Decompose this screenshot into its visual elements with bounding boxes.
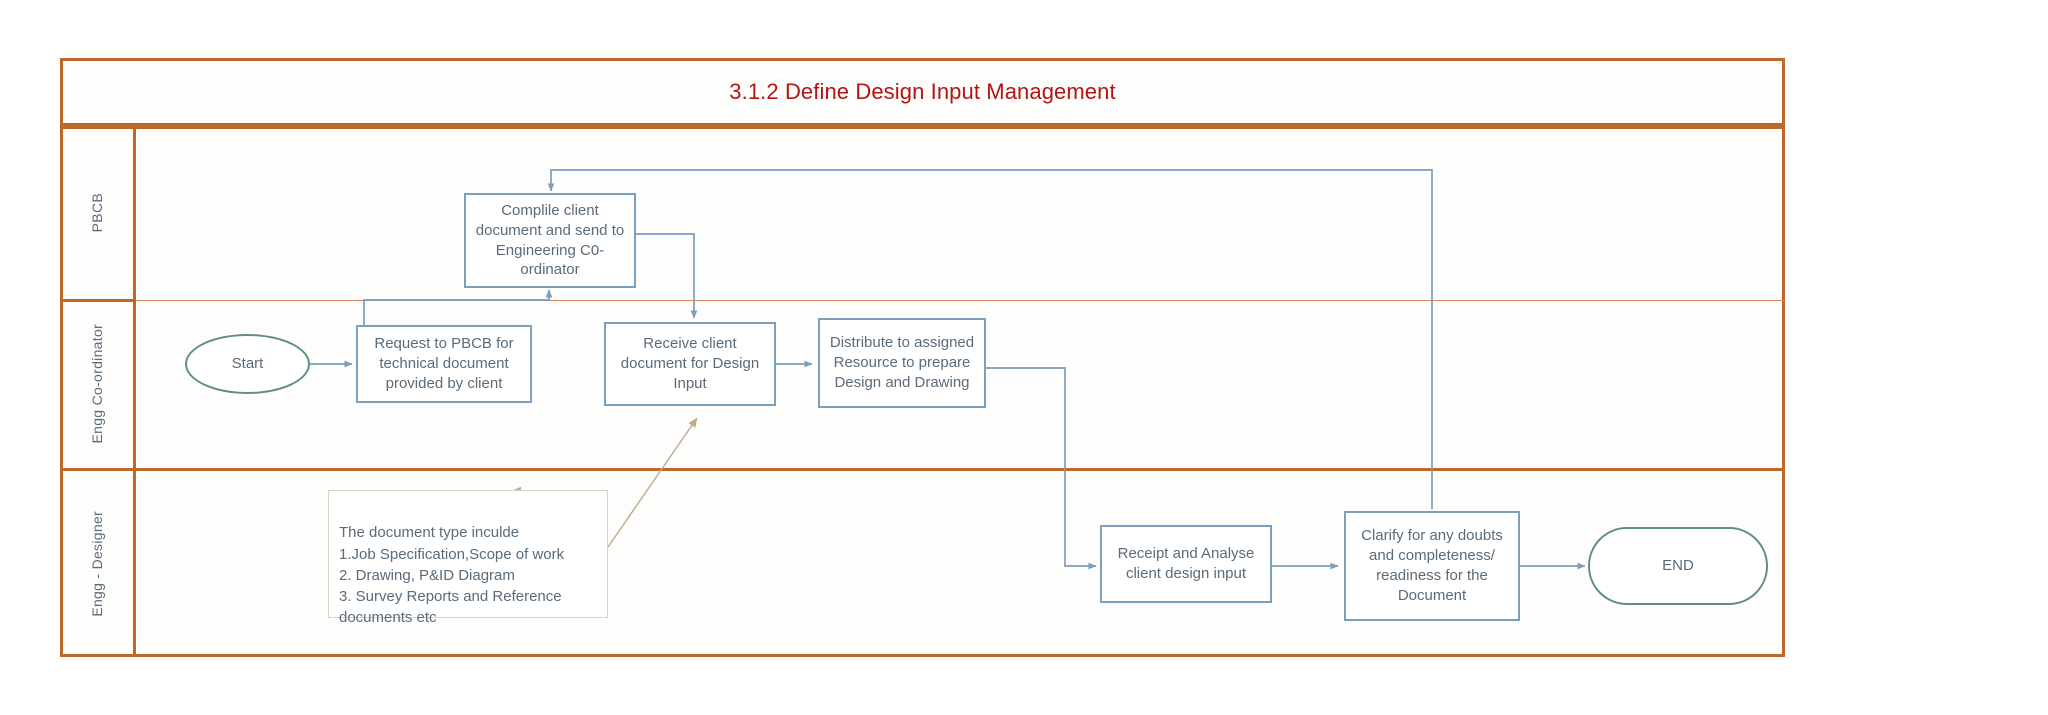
lane-separator-pbcb-engg-coordinator xyxy=(133,300,1785,301)
node-compile-client-document[interactable]: Complile client document and send to Eng… xyxy=(464,193,636,288)
node-label: Distribute to assigned Resource to prepa… xyxy=(829,334,975,391)
node-end[interactable]: END xyxy=(1588,527,1768,605)
note-document-types: The document type inculde 1.Job Specific… xyxy=(328,490,608,626)
node-distribute-to-resource[interactable]: Distribute to assigned Resource to prepa… xyxy=(818,318,986,408)
lane-label-engg-designer: Engg - Designer xyxy=(60,471,133,657)
lane-separator-engg-coordinator-designer xyxy=(60,468,1785,471)
title-band xyxy=(60,58,1785,126)
node-start[interactable]: Start xyxy=(185,334,310,394)
node-label: Request to PBCB for technical document p… xyxy=(374,335,514,392)
lane-label-engg-coordinator: Engg Co-ordinator xyxy=(60,300,133,468)
lane-label-text: Engg - Designer xyxy=(88,511,105,617)
page-title: 3.1.2 Define Design Input Management xyxy=(729,79,1116,104)
node-receipt-and-analyse[interactable]: Receipt and Analyse client design input xyxy=(1100,525,1272,603)
node-label: Complile client document and send to Eng… xyxy=(475,201,625,279)
lane-label-text: Engg Co-ordinator xyxy=(88,324,105,444)
lane-label-text: PBCB xyxy=(88,193,105,233)
lane-separator-left-pbcb xyxy=(60,299,136,302)
node-request-to-pbcb[interactable]: Request to PBCB for technical document p… xyxy=(356,325,532,403)
lane-label-pbcb: PBCB xyxy=(60,126,133,300)
node-label: Start xyxy=(231,355,264,373)
node-clarify-doubts[interactable]: Clarify for any doubts and completeness/… xyxy=(1344,511,1520,621)
node-label: Clarify for any doubts and completeness/… xyxy=(1361,527,1503,604)
note-text: The document type inculde 1.Job Specific… xyxy=(339,524,565,627)
lane-label-column-divider xyxy=(133,126,136,657)
node-label: Receipt and Analyse client design input xyxy=(1117,545,1255,582)
node-label: Receive client document for Design Input xyxy=(620,335,760,392)
node-receive-client-document[interactable]: Receive client document for Design Input xyxy=(604,322,776,406)
node-label: END xyxy=(1662,557,1694,575)
diagram-title-bar: 3.1.2 Define Design Input Management xyxy=(60,58,1785,126)
